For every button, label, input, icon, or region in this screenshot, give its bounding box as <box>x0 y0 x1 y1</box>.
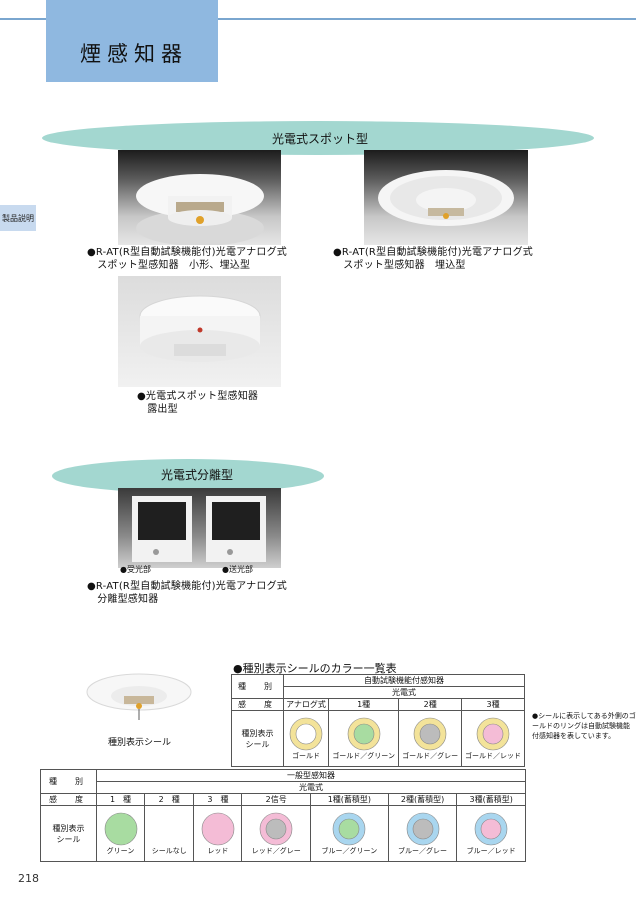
section-title-separate: 光電式分離型 <box>161 468 234 482</box>
product-photo-2 <box>364 150 528 245</box>
caption-line: スポット型感知器 小形、埋込型 <box>87 260 251 271</box>
sensitivity-cell: 3種 <box>461 698 525 711</box>
seal-detector-image <box>86 673 192 720</box>
seal-table-general: 種 別 一般型感知器 光電式 感 度 1 種 2 種 3 種 2信号 1種(蓄積… <box>40 769 526 862</box>
seal-swatch <box>474 812 508 846</box>
seal-table-automatic: 種 別 自動試験機能付感知器 光電式 感 度 アナログ式 1種 2種 3種 種別… <box>231 674 525 767</box>
seal-color-label: レッド <box>207 847 229 855</box>
caption-line: ●R-AT(R型自動試験機能付)光電アナログ式 <box>333 247 533 258</box>
row-header-seal: 種別表示シール <box>40 805 97 862</box>
product-caption-4: ●R-AT(R型自動試験機能付)光電アナログ式 分離型感知器 <box>87 580 287 606</box>
seal-swatch <box>152 812 186 846</box>
seal-cell: シールなし <box>144 805 195 862</box>
caption-line: 露出型 <box>137 404 178 415</box>
seal-label-caption: 種別表示シール <box>108 738 172 748</box>
product-photo-1 <box>118 150 281 245</box>
transmitter-label: ●送光部 <box>222 565 253 574</box>
product-photo-4 <box>118 488 281 568</box>
seal-color-label: レッド／グレー <box>251 847 301 855</box>
seal-cell: グリーン <box>95 805 146 862</box>
seal-color-label: ゴールド／グリーン <box>332 752 395 760</box>
sensitivity-cell: 2 種 <box>144 793 195 806</box>
seal-color-label: グリーン <box>106 847 135 855</box>
sensitivity-cell: 3 種 <box>193 793 243 806</box>
sensitivity-cell: 2種(蓄積型) <box>387 793 458 806</box>
seal-swatch <box>406 812 440 846</box>
group-header: 自動試験機能付感知器 <box>283 674 525 687</box>
page-number: 218 <box>18 872 39 885</box>
product-caption-3: ●光電式スポット型感知器 露出型 <box>137 390 258 416</box>
seal-cell: ブルー／グリーン <box>310 805 389 862</box>
seal-cell: ブルー／レッド <box>456 805 526 862</box>
seal-cell: ゴールド <box>282 710 330 767</box>
seal-cell: ブルー／グレー <box>387 805 458 862</box>
seal-color-label: ブルー／レッド <box>466 847 516 855</box>
sub-header: 光電式 <box>283 686 525 699</box>
product-photo-3 <box>118 276 281 387</box>
seal-cell: ゴールド／グレー <box>398 710 463 767</box>
sub-header: 光電式 <box>96 781 526 794</box>
detector-image-2 <box>378 170 514 226</box>
row-header-kind: 種 別 <box>231 674 284 699</box>
title-box <box>46 0 218 82</box>
seal-color-label: シールなし <box>151 847 187 855</box>
seal-color-label: ゴールド／レッド <box>465 752 522 760</box>
row-header-sensitivity: 感 度 <box>231 698 284 711</box>
seal-color-label: ゴールド／グレー <box>402 752 459 760</box>
product-caption-2: ●R-AT(R型自動試験機能付)光電アナログ式 スポット型感知器 埋込型 <box>333 246 533 272</box>
seal-cell: ゴールド／グリーン <box>328 710 400 767</box>
caption-line: ●R-AT(R型自動試験機能付)光電アナログ式 <box>87 247 287 258</box>
row-header-kind: 種 別 <box>40 769 97 794</box>
receiver-label: ●受光部 <box>120 565 151 574</box>
caption-line: ●光電式スポット型感知器 <box>137 391 259 402</box>
sensitivity-cell: 1種(蓄積型) <box>310 793 389 806</box>
seal-color-label: ブルー／グリーン <box>321 847 378 855</box>
detector-image-1 <box>136 174 264 245</box>
sensitivity-cell: アナログ式 <box>282 698 330 711</box>
seal-swatch <box>413 717 447 751</box>
seal-note: ●シールに表示してある外側のゴールドのリングは自動試験機能付感知器を表しています… <box>532 712 636 740</box>
seal-color-label: ブルー／グレー <box>398 847 448 855</box>
detector-image-3 <box>139 295 261 362</box>
seal-swatch <box>476 717 510 751</box>
seal-section-title: ●種別表示シールのカラー一覧表 <box>233 662 397 675</box>
product-caption-1: ●R-AT(R型自動試験機能付)光電アナログ式 スポット型感知器 小形、埋込型 <box>87 246 287 272</box>
section-banner-spot <box>42 121 594 155</box>
section-title-spot: 光電式スポット型 <box>272 132 369 146</box>
seal-swatch <box>201 812 235 846</box>
sensitivity-cell: 3種(蓄積型) <box>456 793 526 806</box>
row-header-seal: 種別表示シール <box>231 710 284 767</box>
group-header: 一般型感知器 <box>96 769 526 782</box>
seal-cell: ゴールド／レッド <box>461 710 525 767</box>
sensitivity-cell: 1種 <box>328 698 400 711</box>
seal-swatch <box>289 717 323 751</box>
seal-swatch <box>104 812 138 846</box>
separate-detector-image <box>132 496 266 562</box>
seal-swatch <box>259 812 293 846</box>
sensitivity-cell: 2信号 <box>241 793 312 806</box>
sensitivity-cell: 1 種 <box>95 793 146 806</box>
header-rule <box>0 18 636 20</box>
page-title: 煙感知器 <box>80 42 188 66</box>
seal-swatch <box>347 717 381 751</box>
caption-line: ●R-AT(R型自動試験機能付)光電アナログ式 <box>87 581 287 592</box>
section-banner-separate <box>52 459 324 493</box>
caption-line: スポット型感知器 埋込型 <box>333 260 466 271</box>
seal-color-label: ゴールド <box>292 752 321 760</box>
seal-cell: レッド／グレー <box>241 805 312 862</box>
side-tab-product-description[interactable]: 製品説明 <box>0 205 36 231</box>
row-header-sensitivity: 感 度 <box>40 793 97 806</box>
sensitivity-cell: 2種 <box>398 698 463 711</box>
seal-swatch <box>332 812 366 846</box>
caption-line: 分離型感知器 <box>87 594 159 605</box>
seal-cell: レッド <box>193 805 243 862</box>
